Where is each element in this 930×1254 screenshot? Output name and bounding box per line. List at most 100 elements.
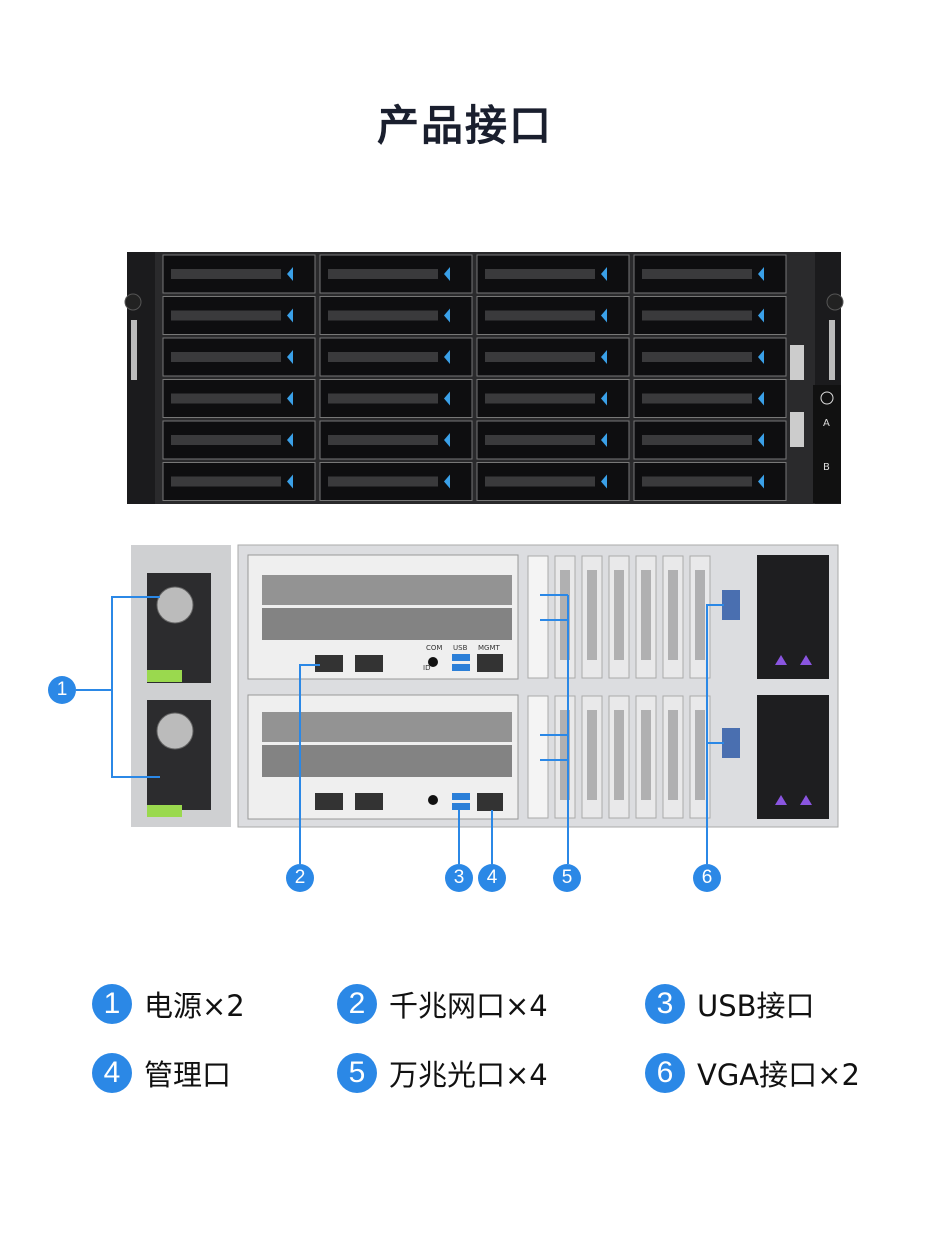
legend-item-10g: 5 万兆光口×4 [337,1051,548,1095]
drive-handle [171,352,281,362]
callout-1: 1 [48,676,76,704]
slot-vent [641,570,651,660]
drive-handle [328,269,438,279]
drive-led [444,308,450,323]
drive-handle [328,435,438,445]
legend-item-usb: 3 USB接口 [645,982,815,1026]
slot-vent [560,710,570,800]
rear-drive-bay [757,695,829,819]
side-latch [790,412,804,447]
slot-vent [641,710,651,800]
vent-grille [262,608,512,640]
psu-latch [147,805,182,817]
drive-handle [642,310,752,321]
drive-handle [485,269,595,279]
drive-led [601,308,607,323]
drive-handle [485,435,595,445]
drive-led [287,391,293,406]
rear-drive-bay [757,555,829,679]
drive-led [287,350,293,364]
callout-4: 4 [478,864,506,892]
drive-led [758,308,764,323]
usb-port [452,654,470,661]
drive-handle [328,310,438,321]
legend-number: 1 [92,984,132,1024]
com-port [428,657,438,667]
legend-label: 万兆光口×4 [389,1058,548,1092]
legend-number: 4 [92,1053,132,1093]
callout-2: 2 [286,864,314,892]
drive-led [444,267,450,281]
svg-text:MGMT: MGMT [478,644,501,652]
slot-vent [668,570,678,660]
server-front-view: A B [124,252,844,504]
drive-handle [171,476,281,487]
drive-handle [485,352,595,362]
power-icon [820,391,834,405]
drive-bays [162,254,787,501]
vga-port [722,590,740,620]
legend-number: 2 [337,984,377,1024]
gigabit-port [355,655,383,672]
drive-led [601,350,607,364]
node-2 [247,694,519,820]
slot-vent [560,570,570,660]
drive-handle [171,393,281,404]
legend-label: USB接口 [697,989,815,1023]
panel-button-a: A [823,418,830,429]
drive-led [601,267,607,281]
legend-number: 5 [337,1053,377,1093]
drive-handle [485,310,595,321]
drive-led [601,474,607,489]
legend-item-gigabit: 2 千兆网口×4 [337,982,548,1026]
legend-label: 管理口 [144,1058,232,1092]
legend-item-power: 1 电源×2 [92,982,245,1026]
drive-handle [642,393,752,404]
side-latch [790,345,804,380]
callout-3: 3 [445,864,473,892]
node-1: COM USB MGMT ID [247,554,519,680]
legend-label: VGA接口×2 [697,1058,860,1092]
drive-led [758,350,764,364]
svg-text:COM: COM [426,644,442,652]
drive-handle [642,476,752,487]
drive-led [758,391,764,406]
svg-text:USB: USB [453,644,468,652]
psu-latch [147,670,182,682]
slot-vent [695,710,705,800]
handle-right [829,320,835,380]
slot-vent [668,710,678,800]
fan-icon [156,712,194,750]
drive-handle [328,393,438,404]
handle-left [131,320,137,380]
callout-6: 6 [693,864,721,892]
drive-led [758,267,764,281]
panel-button-b: B [823,462,830,473]
server-rear-view: COM USB MGMT ID [131,544,839,828]
slot-vent [614,570,624,660]
legend-item-vga: 6 VGA接口×2 [645,1051,860,1095]
drive-handle [642,269,752,279]
usb-port [452,664,470,671]
thumbscrew-left [124,293,142,311]
drive-led [287,267,293,281]
drive-handle [642,435,752,445]
drive-handle [171,269,281,279]
drive-led [444,433,450,447]
slot-vent [587,570,597,660]
svg-text:ID: ID [423,664,430,672]
drive-handle [485,393,595,404]
legend-label: 千兆网口×4 [389,989,548,1023]
page-title: 产品接口 [376,101,553,150]
vent-grille [262,575,512,605]
vga-port [722,728,740,758]
gigabit-port [315,655,343,672]
drive-handle [328,352,438,362]
pcie-slot [527,555,549,679]
drive-handle [171,310,281,321]
drive-handle [485,476,595,487]
drive-led [444,391,450,406]
drive-led [758,474,764,489]
drive-led [444,350,450,364]
